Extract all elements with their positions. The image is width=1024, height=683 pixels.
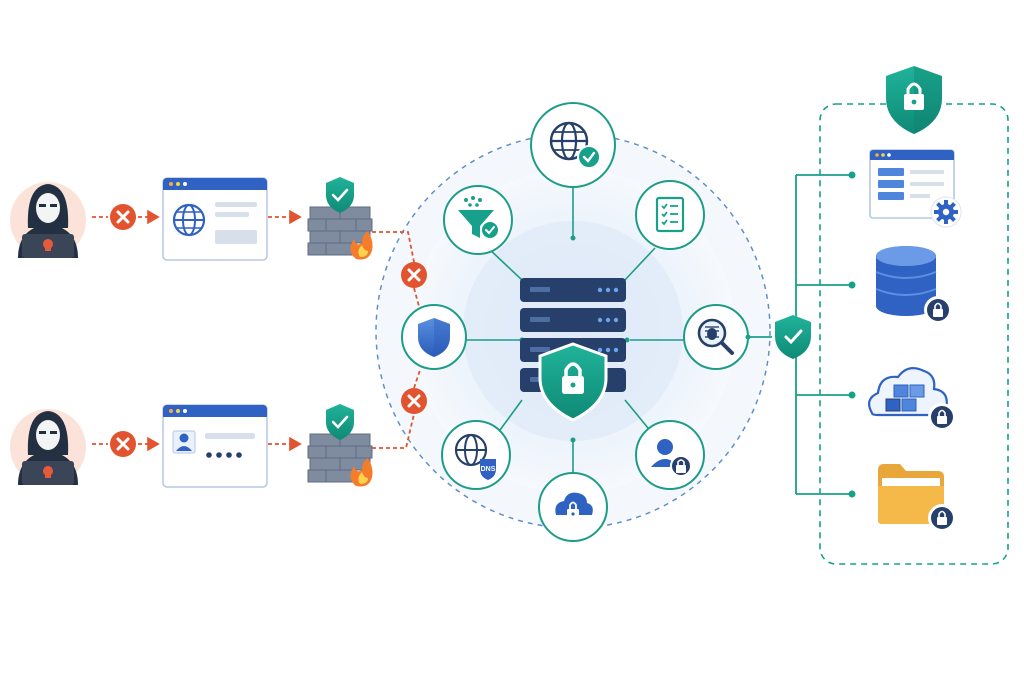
compliance-checklist-icon — [635, 180, 705, 250]
lock-shield-icon — [886, 66, 942, 134]
hacker-icon — [10, 409, 86, 485]
login-form-icon — [162, 404, 268, 488]
hacker-icon — [10, 182, 86, 258]
attack-flow-top — [92, 209, 421, 311]
dns-label: DNS — [481, 466, 496, 473]
traffic-filter-icon — [443, 185, 513, 255]
web-protection-icon — [530, 102, 616, 188]
dns-protection-icon: DNS — [441, 420, 511, 490]
spoke-connectors — [465, 186, 690, 478]
file-folder-icon — [878, 464, 956, 532]
shield-icon — [401, 304, 467, 370]
malware-scan-icon — [683, 304, 749, 370]
attack-flow-bottom — [92, 369, 421, 452]
firewall-icon — [307, 177, 373, 260]
web-application-icon — [869, 149, 962, 228]
firewall-icon — [307, 404, 373, 487]
user-access-icon — [635, 420, 705, 490]
asset-connector-dots — [745, 171, 856, 498]
gateway-shield-icon — [775, 315, 811, 359]
cloud-storage-icon — [867, 366, 956, 431]
website-icon — [162, 177, 268, 261]
blocked-icon — [401, 262, 427, 288]
secure-server-icon — [520, 278, 626, 422]
cloud-security-icon — [538, 472, 608, 542]
blocked-icon — [110, 431, 136, 457]
database-icon — [875, 246, 952, 324]
gear-icon — [934, 200, 958, 224]
blocked-icon — [401, 388, 427, 414]
blocked-icon — [110, 204, 136, 230]
